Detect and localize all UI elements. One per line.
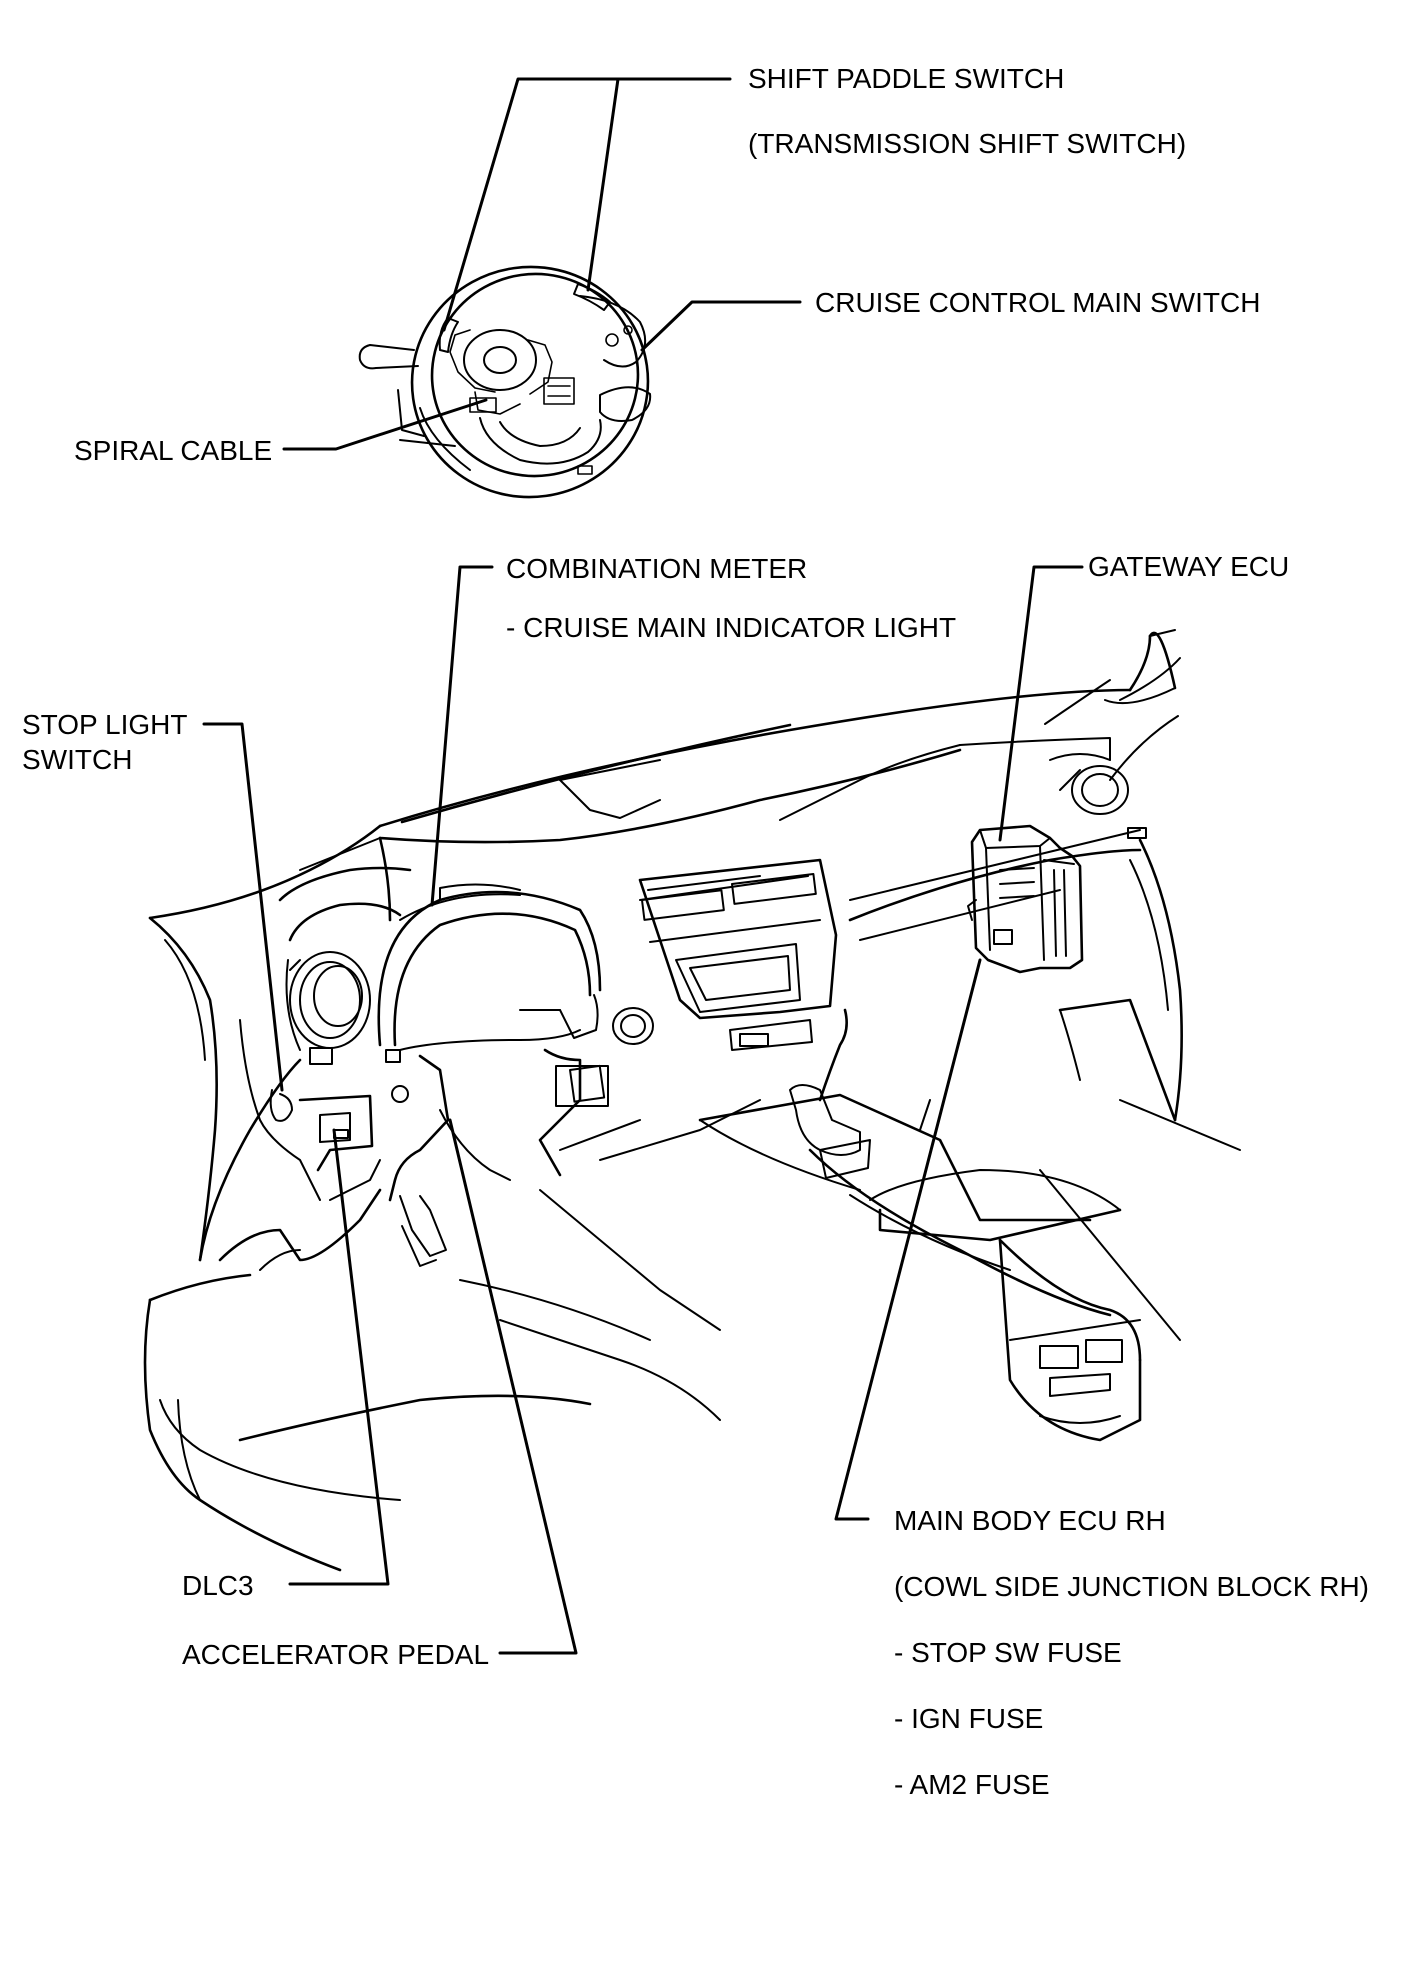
stop-light-switch-label-line1: STOP LIGHT xyxy=(22,709,188,740)
accelerator-pedal-label: ACCELERATOR PEDAL xyxy=(182,1639,490,1670)
ign-fuse-label: - IGN FUSE xyxy=(894,1703,1044,1734)
cruise-control-main-switch-label: CRUISE CONTROL MAIN SWITCH xyxy=(815,287,1261,318)
stop-sw-fuse-label: - STOP SW FUSE xyxy=(894,1637,1122,1668)
leader-lines xyxy=(202,77,1084,1655)
dlc3-label: DLC3 xyxy=(182,1570,254,1601)
gateway-ecu-drawing xyxy=(967,824,1084,974)
gateway-ecu-label: GATEWAY ECU xyxy=(1088,551,1290,582)
cowl-side-junction-block-label: (COWL SIDE JUNCTION BLOCK RH) xyxy=(894,1571,1369,1602)
shift-paddle-switch-label: SHIFT PADDLE SWITCH xyxy=(748,63,1065,94)
spiral-cable-label: SPIRAL CABLE xyxy=(74,435,273,466)
combination-meter-label: COMBINATION METER xyxy=(506,553,808,584)
dashboard-drawing xyxy=(143,629,1241,1572)
transmission-shift-switch-label: (TRANSMISSION SHIFT SWITCH) xyxy=(748,128,1187,159)
stop-light-switch-label-line2: SWITCH xyxy=(22,744,133,775)
steering-wheel-drawing xyxy=(358,265,652,499)
am2-fuse-label: - AM2 FUSE xyxy=(894,1769,1050,1800)
cruise-main-indicator-light-label: - CRUISE MAIN INDICATOR LIGHT xyxy=(506,612,957,643)
main-body-ecu-rh-label: MAIN BODY ECU RH xyxy=(894,1505,1166,1536)
